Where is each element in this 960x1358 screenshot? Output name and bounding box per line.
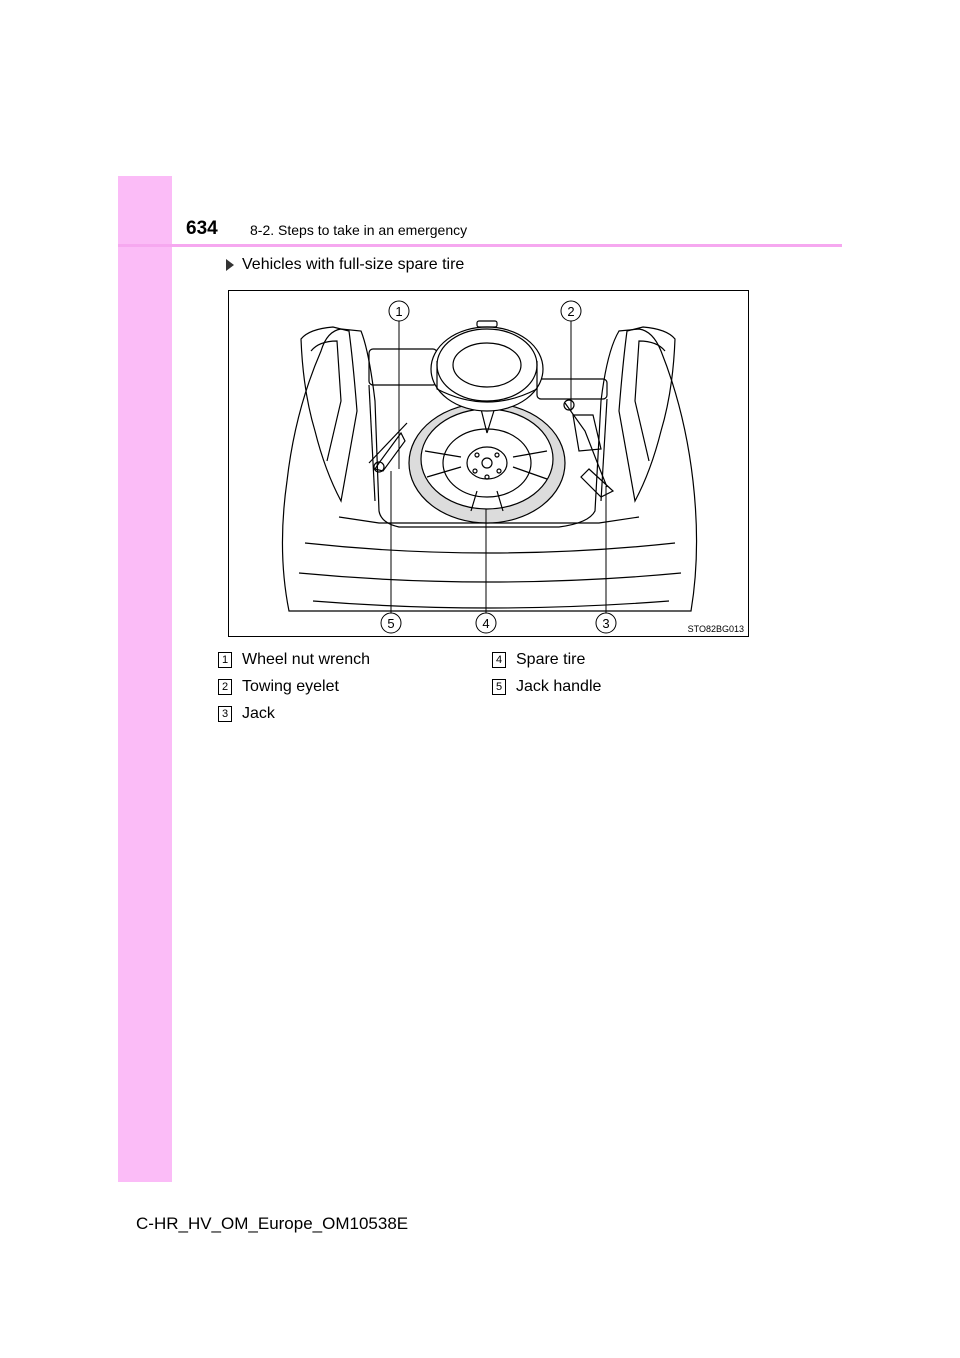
legend-item-wheel-nut-wrench: 1 Wheel nut wrench [218, 651, 370, 669]
legend-item-spare-tire: 4 Spare tire [492, 651, 585, 669]
callout-2: 2 [567, 304, 574, 319]
trunk-drawing: 1 2 3 4 5 [281, 300, 698, 634]
header-rule [118, 244, 842, 247]
legend-item-towing-eyelet: 2 Towing eyelet [218, 678, 339, 696]
legend-label: Jack handle [516, 678, 602, 695]
callout-5: 5 [387, 616, 394, 631]
legend-label: Wheel nut wrench [242, 651, 371, 668]
side-color-band [118, 176, 172, 1182]
callout-1: 1 [395, 304, 402, 319]
legend-label: Jack [242, 705, 275, 722]
legend-number: 1 [218, 652, 232, 668]
legend-item-jack-handle: 5 Jack handle [492, 678, 601, 696]
legend-label: Towing eyelet [242, 678, 339, 695]
footer-doc-id: C-HR_HV_OM_Europe_OM10538E [136, 1214, 409, 1233]
callout-3: 3 [602, 616, 609, 631]
callout-4: 4 [482, 616, 489, 631]
legend-number: 3 [218, 706, 232, 722]
subheading: Vehicles with full-size spare tire [226, 256, 464, 274]
page-number: 634 [186, 218, 218, 239]
subheading-text: Vehicles with full-size spare tire [242, 256, 465, 273]
triangle-bullet-icon [226, 259, 234, 271]
legend-number: 2 [218, 679, 232, 695]
section-title: 8-2. Steps to take in an emergency [250, 222, 468, 238]
trunk-illustration: 1 2 3 4 5 STO82BG013 [228, 290, 749, 637]
legend-item-jack: 3 Jack [218, 705, 275, 723]
legend-number: 5 [492, 679, 506, 695]
legend-number: 4 [492, 652, 506, 668]
legend-label: Spare tire [516, 651, 586, 668]
figure-code: STO82BG013 [687, 624, 744, 634]
